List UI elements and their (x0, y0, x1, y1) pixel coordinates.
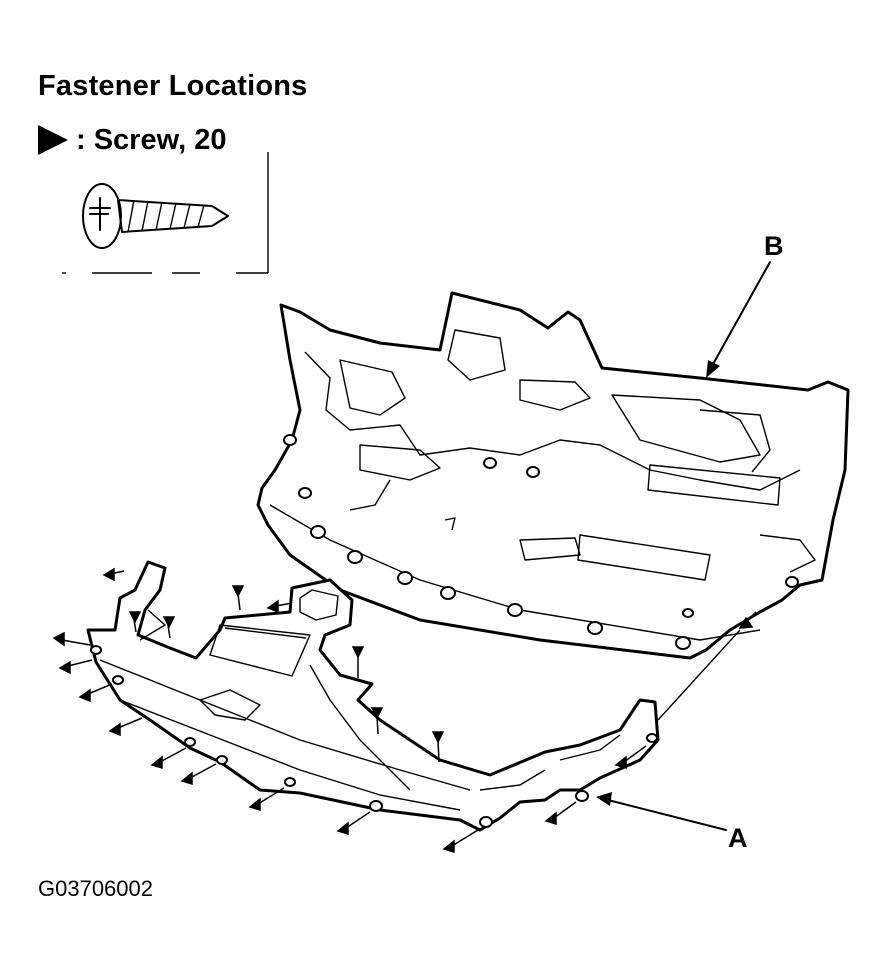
panel-b-fastener-bosses (283, 434, 799, 650)
screw-marker-icon (52, 631, 91, 647)
screw-marker-icon (180, 763, 217, 786)
callout-label-b: B (764, 231, 784, 261)
screw-marker-icon (162, 616, 176, 639)
screw-marker-icon (370, 707, 384, 735)
screw-marker-icon (351, 646, 365, 678)
screw-marker-icon (266, 599, 293, 614)
screw-marker-icon (614, 745, 647, 770)
legend-label: : Screw, 20 (76, 123, 227, 156)
panel-a-fastener-bosses (90, 645, 658, 828)
figure-id: G03706002 (38, 876, 153, 901)
screw-marker-icon (102, 567, 125, 582)
screw-detail-icon (62, 152, 269, 274)
leader-a (596, 792, 727, 831)
screw-markers (52, 567, 757, 854)
callout-label-a: A (728, 823, 748, 853)
undercover-panel-b (256, 291, 850, 660)
screw-marker-icon (738, 611, 757, 629)
screw-marker-icon (442, 829, 479, 854)
screw-marker-icon (150, 747, 187, 770)
legend: : Screw, 20 (36, 122, 226, 158)
screw-marker-icon (78, 683, 113, 703)
screw-marker-icon (248, 787, 285, 812)
screw-marker-icon (38, 125, 68, 155)
leader-b (706, 261, 771, 378)
screw-marker-icon (431, 731, 445, 763)
screw-marker-icon (128, 611, 142, 633)
splash-shield-a (86, 560, 660, 832)
screw-marker-icon (58, 659, 93, 675)
diagram-title: Fastener Locations (38, 70, 308, 102)
screw-marker-icon (336, 811, 371, 836)
alignment-line (657, 629, 741, 721)
screw-marker-icon (108, 717, 143, 737)
screw-marker-icon (544, 801, 577, 826)
screw-marker-icon (231, 585, 245, 611)
